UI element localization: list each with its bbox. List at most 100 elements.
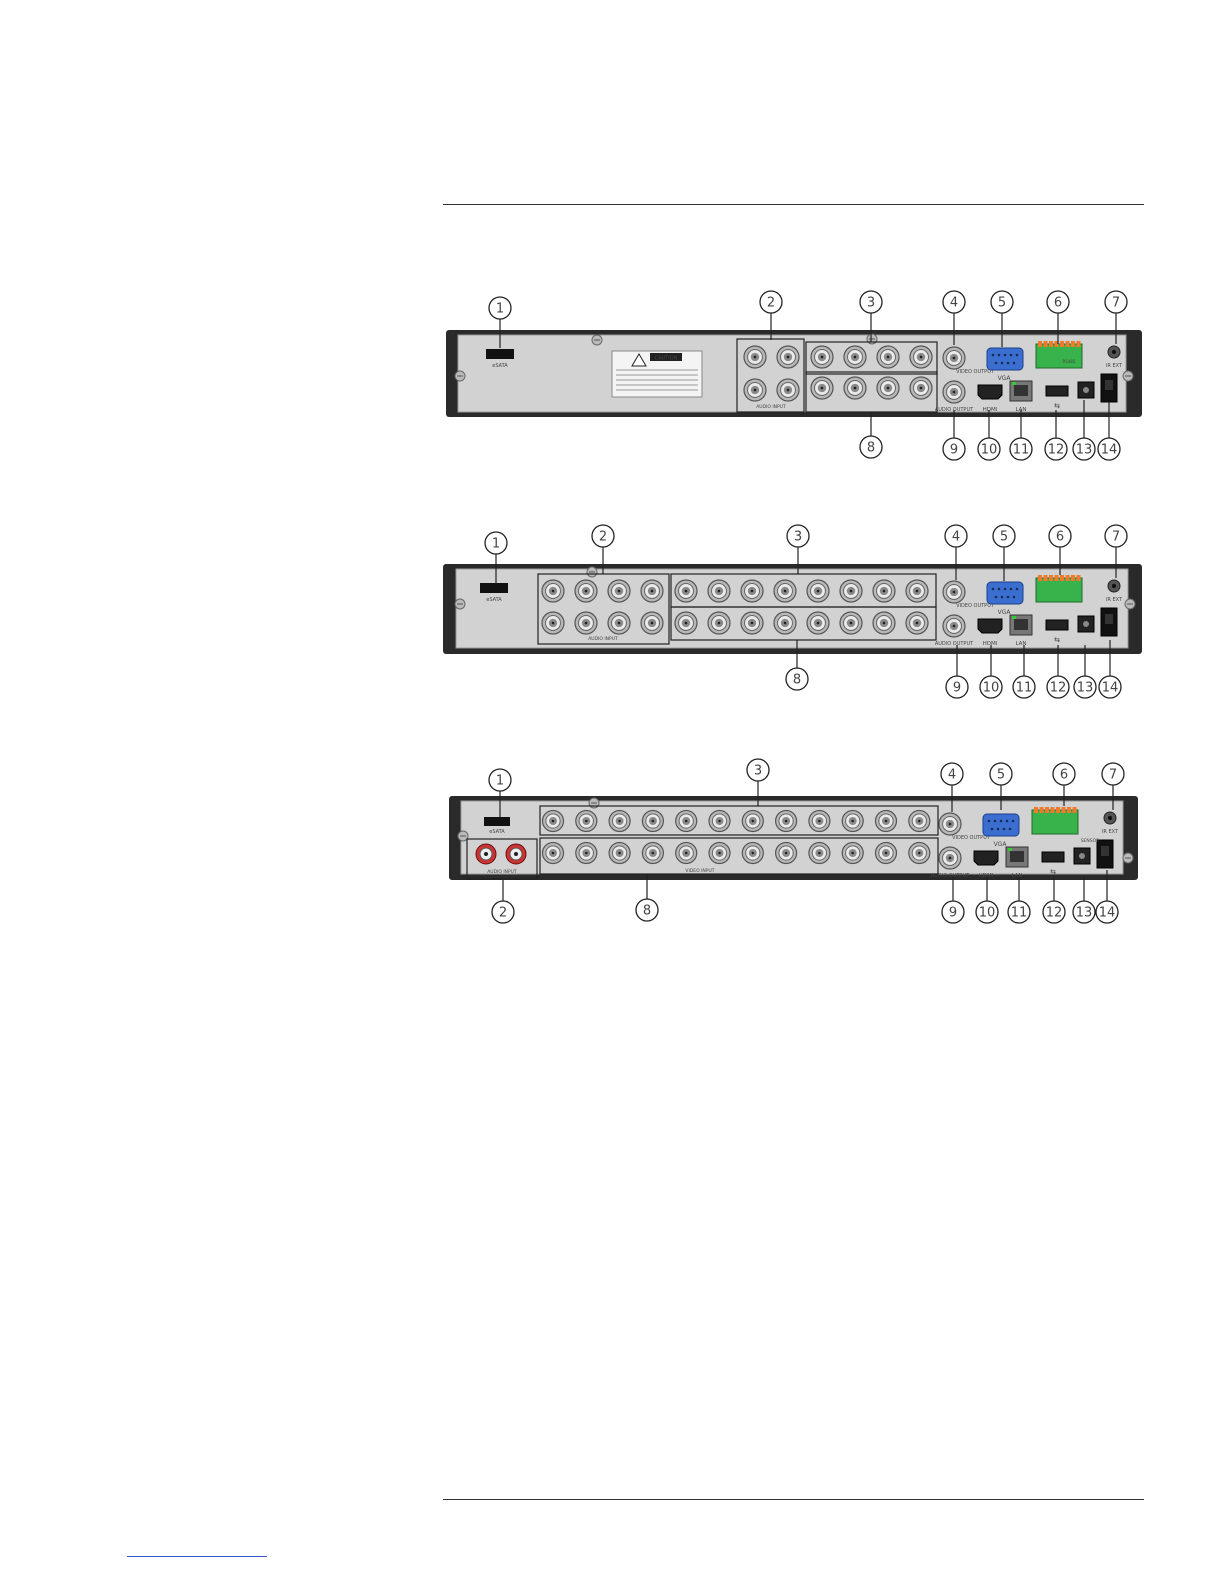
bnc-pin [952,590,956,594]
bnc-pin [617,589,621,593]
rs485-label: RS485 [1063,359,1076,364]
bnc-pin [617,621,621,625]
callout-number: 2 [599,530,607,545]
bnc-pin [784,819,788,823]
bnc-pin [818,819,821,823]
footer-link-underline[interactable] [127,1556,267,1557]
alarm-pin [1060,341,1064,347]
bnc-pin [718,819,721,823]
power-rocker [1105,614,1113,624]
bnc-pin [753,355,757,359]
lan-led [1012,382,1016,385]
callout-circle [1009,437,1033,461]
bnc-pin [818,851,821,855]
callout-circle [785,667,809,691]
callout-number: 7 [1109,768,1117,783]
vga-pin [1000,361,1004,365]
ir-ext-label: IR EXT [1102,829,1119,835]
callout-number: 13 [1076,906,1093,921]
callout-circle [1104,524,1128,548]
esata-label: eSATA [486,597,502,603]
callout-circle [1101,762,1125,786]
alarm-pin [1076,575,1081,581]
alarm-pin [1056,807,1060,813]
bnc-pin [551,819,555,823]
bnc-pin [750,589,754,593]
callout-number: 10 [979,906,996,921]
callout-circle [1073,675,1097,699]
alarm-pin [1071,575,1075,581]
vga-label: VGA [998,375,1012,382]
callout-number: 9 [949,906,957,921]
vga-port [986,347,1024,371]
callout-number: 12 [1046,906,1063,921]
bnc-pin [684,621,688,625]
bnc-pin [651,819,655,823]
vga-pin [996,827,1000,831]
callout-circle [1012,675,1036,699]
callout-number: 12 [1050,681,1067,696]
bnc-pin [918,851,921,855]
bnc-pin [585,819,588,823]
callout-circle [484,531,508,555]
vga-port [982,813,1020,837]
dc-power-pin [1083,387,1089,393]
vga-pin [1002,827,1006,831]
bnc-pin [886,386,890,390]
power-rocker [1105,380,1113,390]
callout-circle [1072,900,1096,924]
callout-number: 10 [983,681,1000,696]
bnc-pin [952,390,956,394]
callout-number: 3 [794,530,802,545]
usb-port [1045,385,1069,397]
esata-label: eSATA [492,363,508,369]
ir-ext-label: IR EXT [1106,597,1123,603]
callout-circle [1046,675,1070,699]
footer-rule [443,1499,1144,1500]
callout-number: 8 [793,673,801,688]
alarm-pin [1043,575,1048,581]
bnc-pin [915,589,919,593]
callout-number: 1 [496,302,504,317]
callout-circle [1095,900,1119,924]
bnc-pin [915,621,919,625]
bnc-pin [849,621,853,625]
vga-pin [991,353,995,357]
callout-number: 13 [1077,681,1094,696]
vga-pin [994,595,998,599]
power-rocker [1101,846,1109,856]
audio-input-label: AUDIO INPUT [588,636,618,642]
callout-circle [859,290,883,314]
bnc-pin [584,589,588,593]
bnc-pin [816,589,820,593]
vga-pin [1003,587,1007,591]
bnc-pin [717,621,721,625]
audio-input-group [466,838,538,880]
bnc-pin [718,851,721,855]
rca-pin [484,852,488,856]
hdmi-label: HDMI [983,407,998,413]
alarm-pin [1038,575,1042,581]
bnc-pin [948,822,952,826]
bnc-pin [751,851,755,855]
caution-text: CAUTION [655,356,678,362]
vga-pin [1003,353,1007,357]
callout-circle [977,437,1001,461]
vga-pin [990,827,994,831]
callout-number: 4 [948,768,956,783]
video-input-label: VIDEO INPUT [685,868,714,874]
esata-port [480,583,508,593]
bnc-pin [751,819,755,823]
bnc-pin [918,819,921,823]
video-input-bottom-group [539,837,939,875]
alarm-pin [1054,341,1059,347]
esata-port [484,817,510,826]
bnc-pin [784,851,788,855]
callout-number: 5 [998,296,1006,311]
alarm-terminal-block [1031,809,1079,835]
vga-pin [1011,819,1015,823]
bnc-pin [585,851,588,855]
